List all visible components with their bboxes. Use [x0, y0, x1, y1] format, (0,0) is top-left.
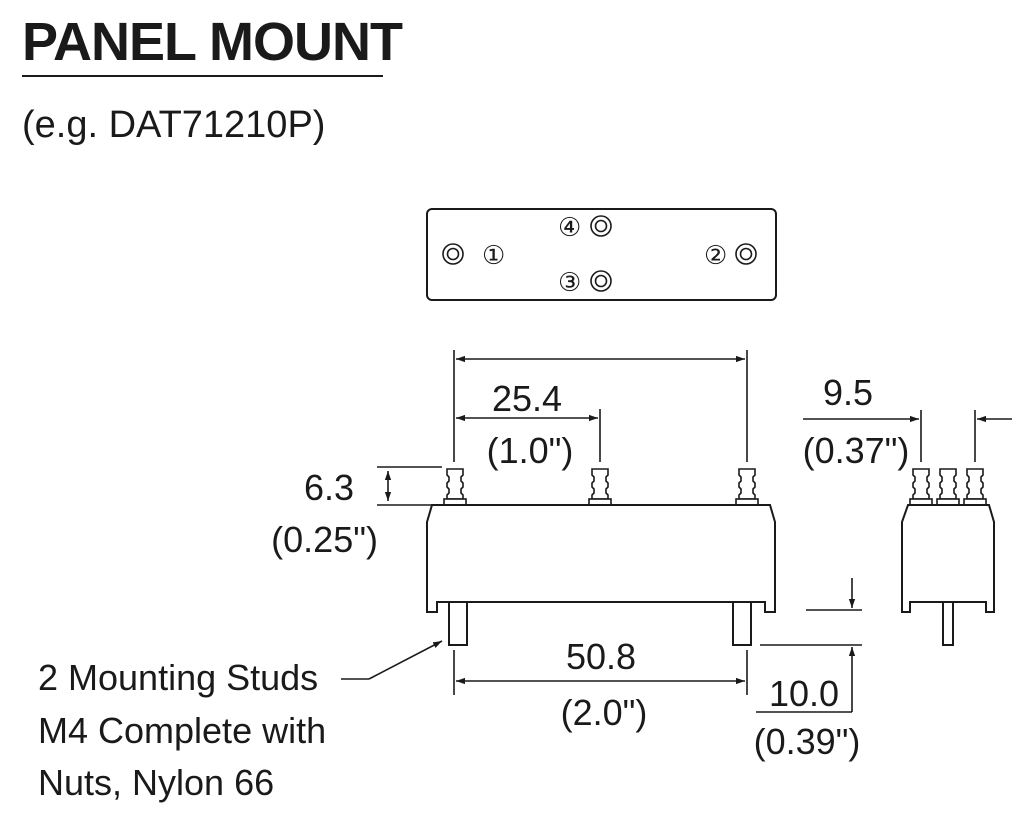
side-view-body: [901, 504, 995, 613]
front-view-body: [426, 504, 776, 613]
front-pin-1: [443, 468, 467, 506]
dim-pin-pitch-mm: 25.4: [492, 378, 562, 419]
dim-stud-spacing: 50.8 (2.0"): [453, 636, 748, 733]
side-view: [901, 468, 995, 646]
dim-side-width-mm: 9.5: [823, 372, 873, 413]
pin-label-3: ③: [558, 268, 581, 298]
note-line-1: 2 Mounting Studs: [38, 657, 318, 698]
side-pin-1: [909, 468, 933, 506]
dim-stud-length-in: (0.39"): [754, 721, 861, 762]
dim-stud-spacing-mm: 50.8: [566, 636, 636, 677]
pin-label-1: ①: [482, 241, 505, 271]
dim-stud-length: 10.0 (0.39"): [754, 578, 862, 762]
terminal-4-icon: [590, 215, 612, 237]
page-title: PANEL MOUNT: [22, 12, 403, 72]
mounting-note: 2 Mounting Studs M4 Complete with Nuts, …: [38, 657, 326, 803]
dim-side-width-in: (0.37"): [803, 430, 910, 471]
side-pin-3: [963, 468, 987, 506]
note-line-3: Nuts, Nylon 66: [38, 762, 274, 803]
dim-pin-height: 6.3 (0.25"): [271, 466, 442, 560]
top-view-body: [426, 208, 777, 301]
dim-side-width: 9.5 (0.37"): [803, 372, 1012, 471]
mounting-stud-left: [448, 601, 468, 646]
terminal-2-icon: [735, 243, 757, 265]
dim-stud-spacing-in: (2.0"): [561, 692, 648, 733]
dim-pin-height-in: (0.25"): [271, 519, 378, 560]
dim-pin-span: [453, 350, 748, 462]
dim-pin-pitch-in: (1.0"): [487, 430, 574, 471]
dim-pin-height-mm: 6.3: [304, 467, 354, 508]
side-pin-2: [936, 468, 960, 506]
side-stud: [942, 601, 954, 646]
top-view: ① ② ③ ④: [426, 208, 777, 301]
terminal-3-icon: [590, 270, 612, 292]
front-view: [426, 468, 776, 646]
front-pin-3: [735, 468, 759, 506]
dim-stud-length-mm: 10.0: [769, 673, 839, 714]
model-example: (e.g. DAT71210P): [22, 104, 326, 146]
front-pin-2: [588, 468, 612, 506]
pin-label-2: ②: [704, 241, 727, 271]
mounting-stud-right: [732, 601, 752, 646]
pin-label-4: ④: [558, 213, 581, 243]
note-line-2: M4 Complete with: [38, 710, 326, 751]
title-underline: [22, 75, 383, 77]
stud-leader: [341, 640, 443, 680]
terminal-1-icon: [442, 243, 464, 265]
dim-pin-pitch: 25.4 (1.0"): [456, 378, 601, 471]
